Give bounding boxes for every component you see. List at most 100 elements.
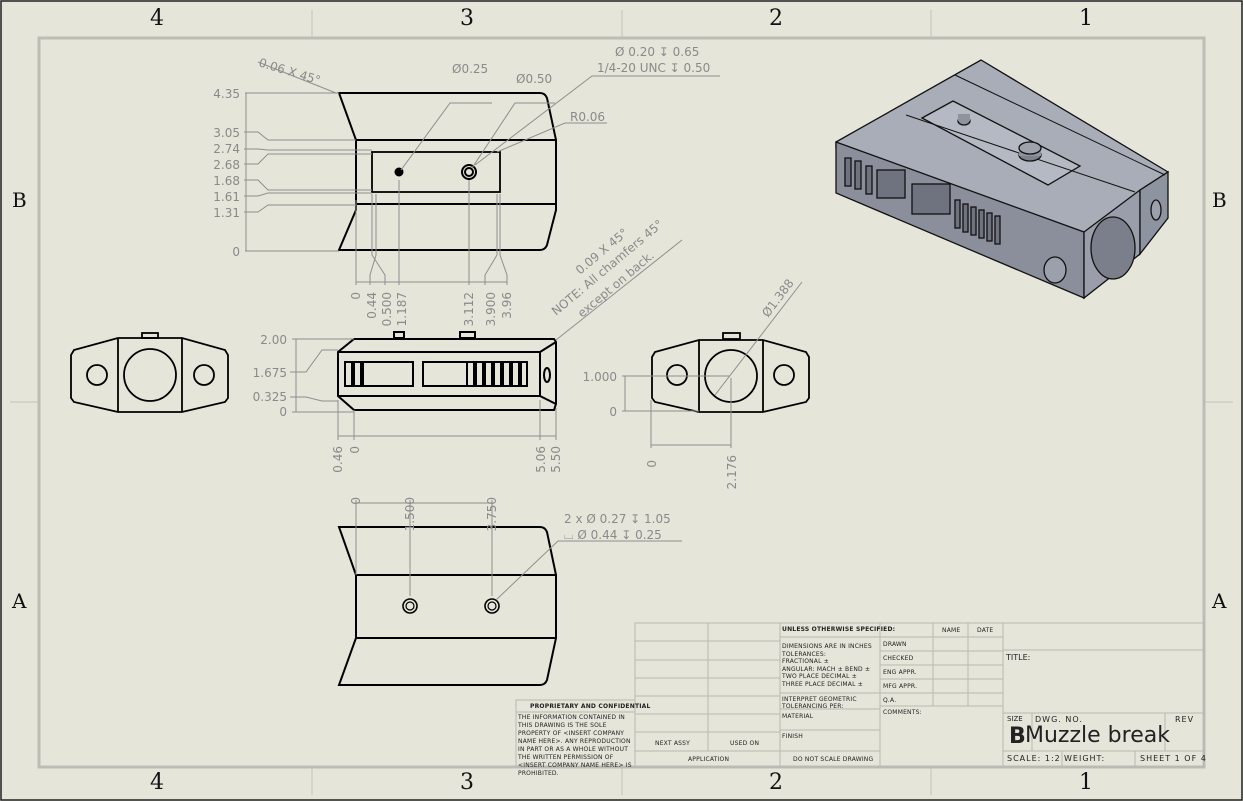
title-block-grid xyxy=(515,622,1205,768)
hole-large-callout: Ø0.50 xyxy=(516,72,552,86)
material-label: MATERIAL xyxy=(782,713,814,720)
zone-bottom-3: 3 xyxy=(460,770,474,795)
dim-x-3.96: 3.96 xyxy=(500,292,514,319)
dim-0.325: 0.325 xyxy=(253,390,287,404)
dim-1.61: 1.61 xyxy=(213,190,240,204)
fractional-label: FRACTIONAL ± xyxy=(782,658,829,665)
zone-bottom-1: 1 xyxy=(1079,770,1093,795)
front-view xyxy=(337,331,557,411)
row-drawn: DRAWN xyxy=(883,641,907,648)
dim-1.68: 1.68 xyxy=(213,174,240,188)
dim-3.750: 3.750 xyxy=(485,497,499,531)
dim-2.74: 2.74 xyxy=(213,142,240,156)
dim-5.50: 5.50 xyxy=(549,446,563,473)
zone-top-3: 3 xyxy=(460,6,474,31)
dim-x-3.900: 3.900 xyxy=(484,292,498,326)
top-view-x-dims: 0 0.44 0.500 1.187 3.112 3.900 3.96 xyxy=(349,292,514,326)
top-view-callouts: 0.06 X 45° Ø0.25 Ø0.50 Ø 0.20 ↧ 0.65 1/4… xyxy=(257,45,710,124)
bottom-view-callouts: 2 x Ø 0.27 ↧ 1.05 ⌴ Ø 0.44 ↧ 0.25 xyxy=(564,512,671,542)
dim-x-0: 0 xyxy=(348,446,362,454)
zone-left-B: B xyxy=(12,188,27,212)
chamfer-note-line1: NOTE: All chamfers 45° xyxy=(549,217,666,318)
dim-0: 0 xyxy=(609,405,617,419)
scale-label: SCALE: 1:2 xyxy=(1007,754,1061,763)
dim-2.68: 2.68 xyxy=(213,158,240,172)
top-view xyxy=(337,92,557,251)
size-label: SIZE xyxy=(1007,715,1023,723)
isometric-view xyxy=(835,59,1170,300)
dim-x-0.500: 0.500 xyxy=(380,292,394,326)
left-side-view xyxy=(70,332,229,413)
proprietary-heading: PROPRIETARY AND CONFIDENTIAL xyxy=(530,703,651,710)
bottom-view-dim-lines xyxy=(355,500,682,601)
top-view-dim-lines xyxy=(244,61,720,285)
zone-top-4: 4 xyxy=(150,6,164,31)
chamfer-note-block: 0.09 X 45° NOTE: All chamfers 45° except… xyxy=(549,217,666,320)
zone-right-B: B xyxy=(1212,188,1227,212)
title-label: TITLE: xyxy=(1006,653,1031,662)
dim-0.46: 0.46 xyxy=(331,446,345,473)
date-column: DATE xyxy=(977,627,994,634)
front-view-y-dims: 2.00 1.675 0.325 0 xyxy=(253,333,287,419)
right-view-dim-lines xyxy=(622,281,803,448)
angular-label: ANGULAR: MACH ± BEND ± xyxy=(782,666,871,673)
do-not-scale-label: DO NOT SCALE DRAWING xyxy=(793,756,874,763)
row-qa: Q.A. xyxy=(883,697,897,704)
dim-0: 0 xyxy=(232,245,240,259)
row-eng-appr: ENG APPR. xyxy=(883,669,917,676)
right-view-dims: 1.000 0 0 2.176 Ø1.388 xyxy=(583,276,797,489)
dim-2.00: 2.00 xyxy=(260,333,287,347)
three-place-label: THREE PLACE DECIMAL ± xyxy=(782,681,863,688)
sheet-label: SHEET 1 OF 4 xyxy=(1140,754,1207,763)
zone-bottom-2: 2 xyxy=(769,770,783,795)
front-view-dim-lines xyxy=(290,239,683,440)
dim-x-1.187: 1.187 xyxy=(395,292,409,326)
next-assy-label: NEXT ASSY xyxy=(655,740,691,747)
thread-callout-1: Ø 0.20 ↧ 0.65 xyxy=(615,45,699,59)
row-checked: CHECKED xyxy=(883,655,914,662)
bottom-view xyxy=(337,526,557,686)
dim-3.05: 3.05 xyxy=(213,126,240,140)
unless-specified: UNLESS OTHERWISE SPECIFIED: xyxy=(782,626,896,633)
zone-left-A: A xyxy=(12,589,27,613)
weight-label: WEIGHT: xyxy=(1064,754,1106,763)
dim-1.500: 1.500 xyxy=(403,497,417,531)
dim-1.31: 1.31 xyxy=(213,206,240,220)
dim-x-0: 0 xyxy=(349,292,363,300)
dim-2.176: 2.176 xyxy=(725,455,739,489)
dim-x-3.112: 3.112 xyxy=(462,292,476,326)
hole-small-callout: Ø0.25 xyxy=(452,62,488,76)
dim-x-0: 0 xyxy=(349,497,363,505)
application-label: APPLICATION xyxy=(688,756,730,763)
top-view-y-dims: 4.35 3.05 2.74 2.68 1.68 1.61 1.31 0 xyxy=(213,87,240,259)
proprietary-text: THE INFORMATION CONTAINED IN THIS DRAWIN… xyxy=(518,714,632,777)
dwg-no-label: DWG. NO. xyxy=(1035,715,1083,724)
dim-4.35: 4.35 xyxy=(213,87,240,101)
chamfer-note: 0.06 X 45° xyxy=(257,55,322,87)
finish-label: FINISH xyxy=(782,733,803,740)
two-place-label: TWO PLACE DECIMAL ± xyxy=(782,673,857,680)
dim-1.000: 1.000 xyxy=(583,370,617,384)
thread-callout-2: 1/4-20 UNC ↧ 0.50 xyxy=(597,61,710,75)
zone-bottom-4: 4 xyxy=(150,770,164,795)
front-view-x-dims: 0.46 0 5.06 5.50 xyxy=(331,446,563,473)
zone-top-2: 2 xyxy=(769,6,783,31)
comments-label: COMMENTS: xyxy=(883,709,922,716)
zone-right-A: A xyxy=(1212,589,1227,613)
hole-callout-1: 2 x Ø 0.27 ↧ 1.05 xyxy=(564,512,671,526)
radius-callout: R0.06 xyxy=(570,110,605,124)
used-on-label: USED ON xyxy=(730,740,760,747)
dim-0: 0 xyxy=(279,405,287,419)
dim-x-0: 0 xyxy=(645,460,659,468)
dimensions-text: DIMENSIONS ARE IN INCHES xyxy=(782,643,872,650)
zone-top-1: 1 xyxy=(1079,6,1093,31)
rev-label: REV xyxy=(1175,715,1195,724)
hole-callout-2: ⌴ Ø 0.44 ↧ 0.25 xyxy=(564,528,662,542)
size-value: B xyxy=(1009,724,1026,749)
zone-dividers xyxy=(10,10,1233,795)
dim-5.06: 5.06 xyxy=(534,446,548,473)
bottom-view-dims: 0 1.500 3.750 xyxy=(349,497,499,531)
name-column: NAME xyxy=(942,627,961,634)
